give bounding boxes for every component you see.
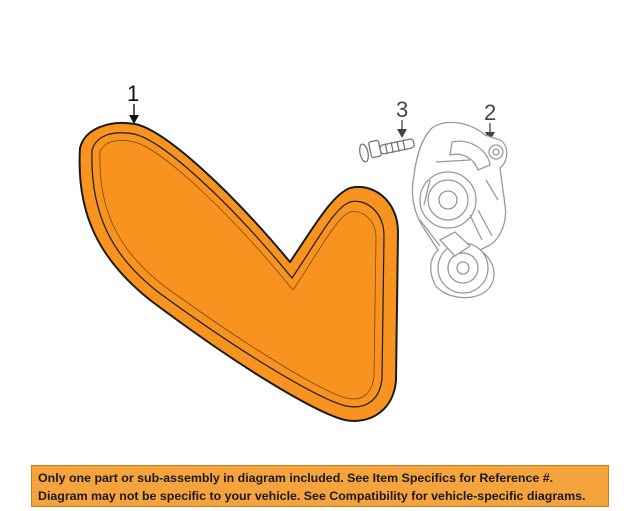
callout-3: 3: [396, 97, 408, 138]
disclaimer-line-1: Only one part or sub-assembly in diagram…: [38, 471, 554, 485]
serpentine-belt: [78, 122, 400, 422]
callout-2-label: 2: [484, 100, 496, 125]
tensioner-bolt: [359, 138, 415, 163]
disclaimer-banner: Only one part or sub-assembly in diagram…: [31, 465, 609, 507]
belt-tensioner: [411, 121, 508, 299]
callout-3-label: 3: [396, 97, 408, 122]
callout-1: 1: [127, 81, 139, 124]
callout-1-label: 1: [127, 81, 139, 106]
belt-rib-line: [99, 140, 377, 400]
belt-outer-outline: [78, 122, 400, 422]
belt-inner-edge: [91, 132, 385, 408]
disclaimer-line-2: Diagram may not be specific to your vehi…: [38, 489, 586, 503]
callout-2: 2: [484, 100, 496, 141]
parts-diagram: 1 3 2: [78, 81, 508, 422]
